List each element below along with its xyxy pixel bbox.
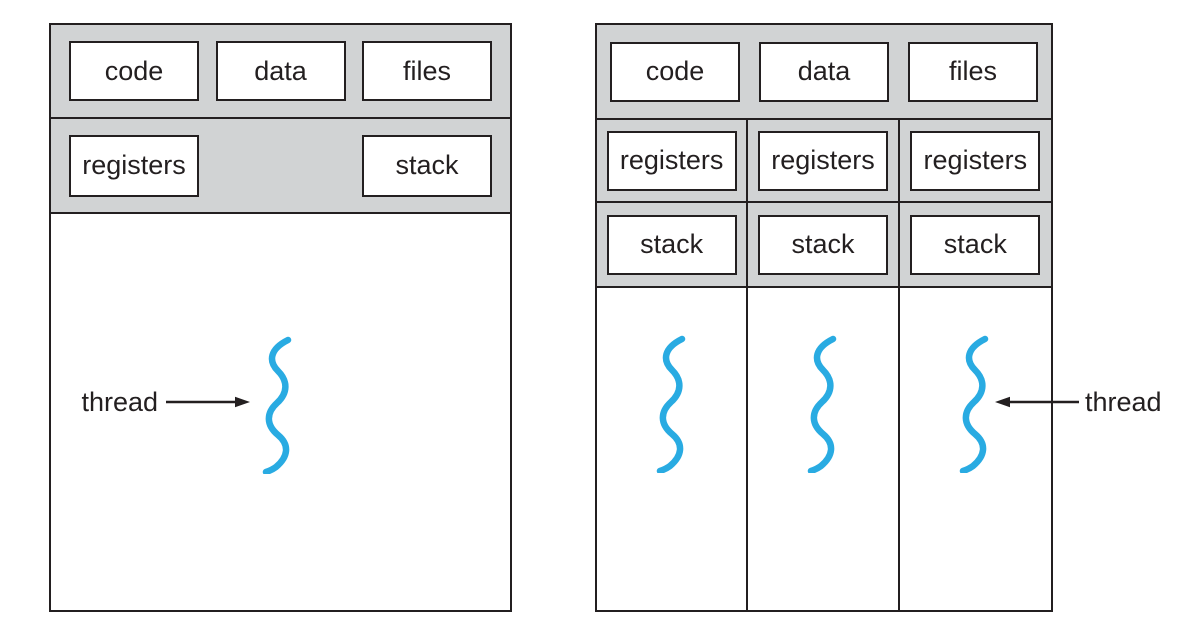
thread2-stack-cell: stack [748,203,900,288]
shared-resources-band: code data files [597,25,1051,120]
per-thread-grid: registers registers registers stack stac… [597,120,1051,610]
data-box: data [759,41,889,102]
registers-box: registers [606,130,737,191]
registers-box: registers [910,130,1041,191]
thread3-column [899,288,1051,610]
registers-stack-band: registers stack [51,119,510,214]
thread-squiggle-icon [656,335,685,473]
files-box: files [362,41,492,101]
thread-squiggle-icon [262,336,292,474]
thread3-registers-cell: registers [899,120,1051,203]
code-box: code [69,41,199,101]
stack-box: stack [757,214,888,275]
shared-resources-band: code data files [51,25,510,119]
code-box: code [610,41,740,102]
arrow-left-icon [995,396,1079,408]
single-threaded-process-diagram: code data files registers stack [49,23,512,612]
thread3-stack-cell: stack [899,203,1051,288]
arrow-right-icon [166,396,250,408]
stack-box: stack [910,214,1041,275]
thread-squiggle-icon [960,335,989,473]
thread-label: thread [81,387,158,417]
data-box: data [215,41,346,101]
thread-label: thread [1085,387,1162,417]
multithreaded-process-diagram: code data files registers registers regi… [595,23,1053,612]
thread2-registers-cell: registers [748,120,900,203]
stack-box: stack [362,134,492,197]
thread1-stack-cell: stack [597,203,749,288]
thread1-registers-cell: registers [597,120,749,203]
thread-squiggle-icon [807,335,837,473]
files-box: files [908,41,1038,102]
stack-box: stack [606,214,737,275]
registers-box: registers [69,134,199,197]
registers-box: registers [757,130,888,191]
thread2-column [748,288,900,610]
thread1-column [597,288,749,610]
